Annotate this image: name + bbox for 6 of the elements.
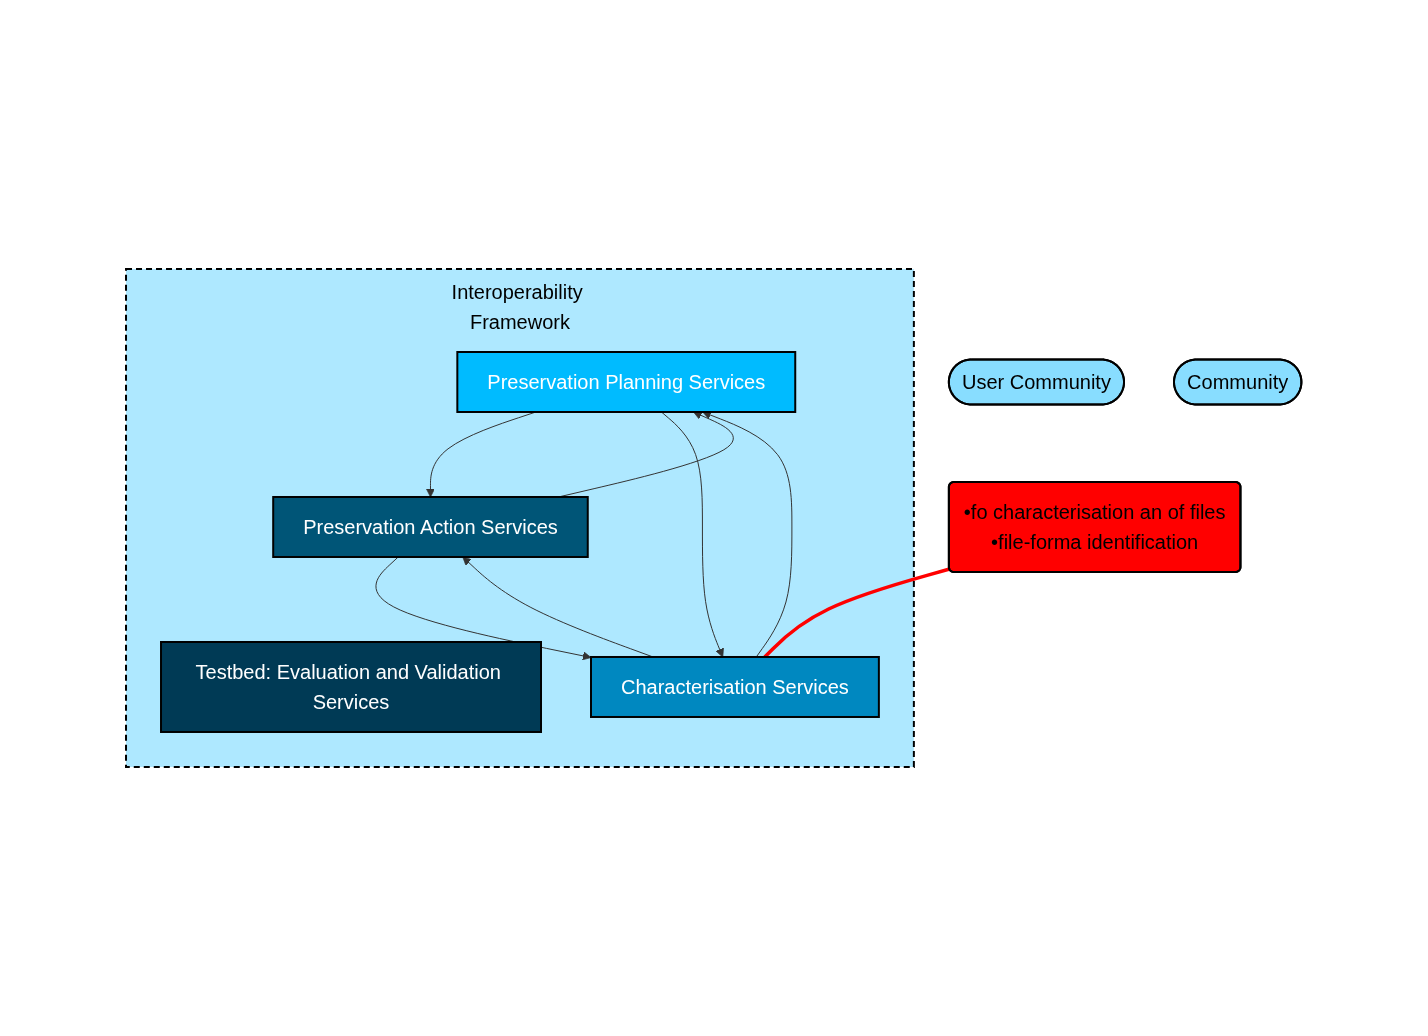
arrow <box>375 556 592 661</box>
node-box: Preservation Planning Services <box>456 351 797 413</box>
arrow <box>661 411 725 658</box>
node-box: Preservation Action Services <box>272 496 590 558</box>
node-box: Characterisation Services <box>590 656 881 718</box>
node-box: Testbed: Evaluation and Validation Services <box>160 641 543 733</box>
